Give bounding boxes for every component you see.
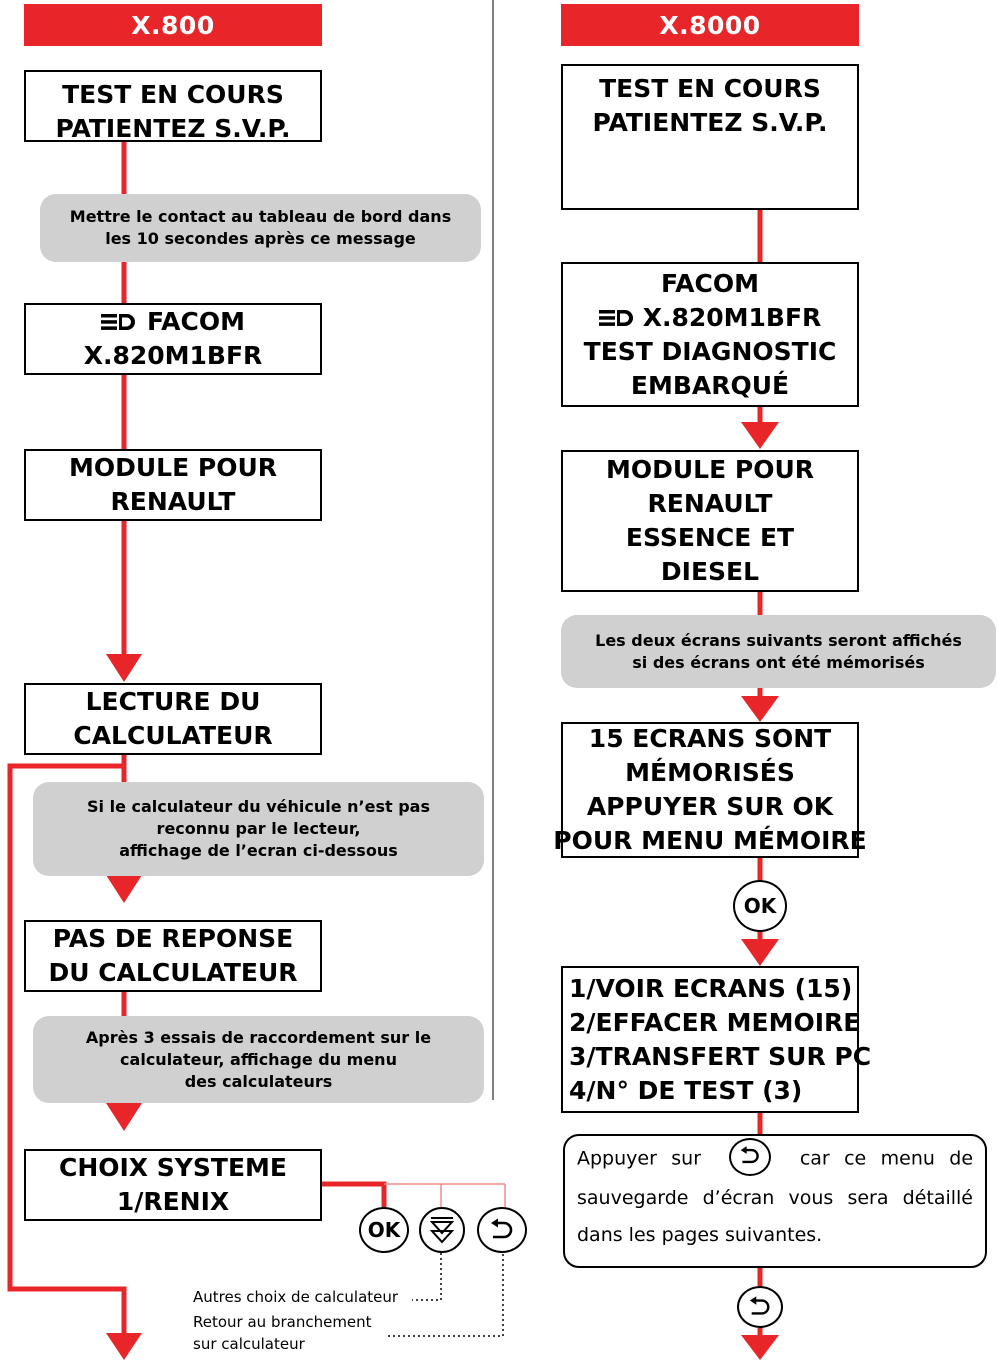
note-line: Après 3 essais de raccordement sur le [85, 1027, 432, 1047]
note-three-attempts: Après 3 essais de raccordement sur le ca… [33, 1016, 484, 1103]
screen-test-in-progress: TEST EN COURS PATIENTEZ S.V.P. [24, 70, 322, 143]
arrow-down [741, 939, 779, 966]
bubble-text-after: car ce menu de sauvegarde d’écran vous s… [577, 1147, 974, 1247]
screen-line: POUR MENU MÉMOIRE [553, 826, 867, 855]
screen-line: APPUYER SUR OK [586, 792, 834, 821]
right-title: X.8000 [659, 10, 761, 40]
screen-line: DIESEL [660, 557, 760, 586]
note-line: Mettre le contact au tableau de bord dan… [69, 207, 452, 226]
left-title: X.800 [131, 10, 215, 40]
screen-line: CHOIX SYSTEME [58, 1153, 287, 1182]
screen-line: TEST EN COURS [62, 80, 284, 109]
screen-line: X.820M1BFR [83, 341, 263, 370]
screen-line: ESSENCE ET [625, 523, 795, 552]
screen-line: PATIENTEZ S.V.P. [592, 108, 828, 137]
note-line: calculateur, affichage du menu [120, 1049, 397, 1069]
note-line: Si le calculateur du véhicule n’est pas [87, 797, 430, 816]
screen-facom: FACOM X.820M1BFR [24, 303, 322, 375]
screen-line: 1/RENIX [116, 1187, 230, 1216]
screen-line: FACOM [100, 305, 246, 339]
menu-item: 4/N° DE TEST (3) [569, 1075, 803, 1105]
annotation-other-choices: Autres choix de calculateur [193, 1288, 399, 1306]
screen-line: RENAULT [110, 487, 236, 516]
screen-line: 15 ECRANS SONT [588, 724, 832, 753]
note-memorized-screens: Les deux écrans suivants seront affichés… [561, 615, 996, 688]
down-arrows-icon [429, 1217, 455, 1244]
ok-label: OK [367, 1218, 401, 1242]
info-bubble: Appuyer sur car ce menu de sauvegarde d’… [563, 1134, 987, 1268]
return-icon [491, 1218, 513, 1239]
screen-line: TEST EN COURS [599, 74, 821, 103]
return-icon [749, 1296, 770, 1315]
next-system-button[interactable] [419, 1207, 465, 1253]
screen-line: DU CALCULATEUR [48, 958, 298, 987]
arrow-down [106, 1333, 142, 1360]
screen-line: FACOM [660, 268, 760, 298]
screen-facom-diagnostic: FACOM X.820M1BFR TEST DIAGNOSTIC EMBARQU… [561, 262, 859, 407]
return-button[interactable] [477, 1207, 527, 1253]
note-ecu-unknown: Si le calculateur du véhicule n’est pas … [33, 782, 484, 876]
left-arrowheads [106, 654, 142, 1360]
screen-line: PATIENTEZ S.V.P. [55, 114, 291, 143]
right-title-tab: X.8000 [561, 4, 859, 46]
screen-reading-ecu: LECTURE DU CALCULATEUR [24, 683, 322, 755]
facom-label: FACOM [146, 307, 246, 336]
note-line: si des écrans ont été mémorisés [632, 652, 925, 672]
menu-item: 3/TRANSFERT SUR PC [569, 1041, 872, 1071]
ok-button[interactable]: OK [359, 1207, 409, 1253]
arrow-down [106, 654, 142, 682]
headlight-icon [598, 309, 633, 326]
return-button-x8000[interactable] [737, 1286, 783, 1328]
note-line: des calculateurs [184, 1071, 333, 1091]
screen-no-response: PAS DE REPONSE DU CALCULATEUR [24, 920, 322, 992]
screen-memory-menu: 1/VOIR ECRANS (15) 2/EFFACER MEMOIRE 3/T… [561, 966, 871, 1113]
left-title-tab: X.800 [24, 4, 322, 46]
note-line: Les deux écrans suivants seront affichés [595, 630, 962, 650]
screen-test-in-progress-x8000: TEST EN COURS PATIENTEZ S.V.P. [561, 64, 859, 210]
screen-module-renault: MODULE POUR RENAULT [24, 449, 322, 521]
screen-line: CALCULATEUR [73, 721, 273, 750]
menu-item: 1/VOIR ECRANS (15) [569, 973, 853, 1003]
annotation-return-line1: Retour au branchement [193, 1313, 372, 1331]
screen-line: LECTURE DU [85, 687, 261, 716]
model-label: X.820M1BFR [642, 302, 822, 332]
ok-button-x8000[interactable]: OK [733, 880, 787, 932]
left-branch-lines [384, 1183, 506, 1207]
arrow-down [741, 422, 779, 449]
arrow-down [741, 696, 779, 722]
bubble-text-before: Appuyer sur [577, 1147, 702, 1170]
note-ignition: Mettre le contact au tableau de bord dan… [40, 194, 481, 262]
screen-line: X.820M1BFR [598, 301, 822, 335]
screen-line: MÉMORISÉS [625, 758, 795, 787]
screen-line: PAS DE REPONSE [52, 924, 294, 953]
note-line: reconnu par le lecteur, [156, 819, 361, 838]
screen-line: MODULE POUR [68, 453, 278, 482]
screen-line: RENAULT [647, 489, 773, 518]
arrow-down [741, 1335, 779, 1360]
ok-label: OK [743, 894, 777, 918]
screen-system-choice: CHOIX SYSTEME 1/RENIX [24, 1149, 322, 1221]
screen-line: EMBARQUÉ [630, 370, 790, 400]
screen-memorized-count: 15 ECRANS SONT MÉMORISÉS APPUYER SUR OK … [553, 722, 867, 858]
screen-line: TEST DIAGNOSTIC [583, 336, 837, 366]
screen-module-renault-x8000: MODULE POUR RENAULT ESSENCE ET DIESEL [561, 450, 859, 592]
return-icon [741, 1145, 760, 1163]
menu-item: 2/EFFACER MEMOIRE [569, 1007, 861, 1037]
note-line: les 10 secondes après ce message [105, 229, 416, 248]
right-arrowheads [741, 422, 779, 1360]
arrow-down [106, 1103, 142, 1131]
note-line: affichage de l’ecran ci-dessous [119, 841, 398, 860]
annotation-leaders [385, 1253, 504, 1337]
annotation-return-line2: sur calculateur [193, 1335, 305, 1353]
screen-line: MODULE POUR [605, 455, 815, 484]
return-icon-inline [729, 1138, 772, 1176]
headlight-icon [100, 314, 135, 330]
arrow-down [106, 875, 142, 903]
